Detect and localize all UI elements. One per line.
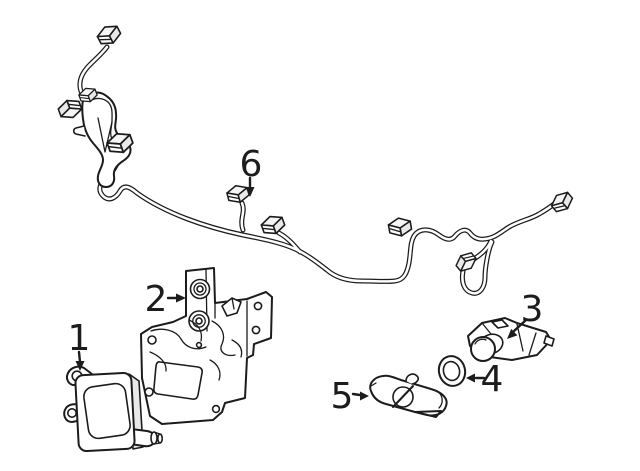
callout-6-arrowhead [245,187,255,197]
sensor-mounting-bracket [140,267,273,425]
harness-connector [452,248,480,276]
harness-connector [55,95,85,123]
callout-4-number[interactable]: 4 [481,359,504,400]
sensor-seal-ring [437,355,467,387]
radar-sensor-module [63,365,164,453]
callout-1[interactable]: 1 [68,318,91,371]
harness-connector [224,182,252,206]
callout-4[interactable]: 4 [466,359,503,400]
callout-2-arrowhead [176,293,186,303]
callout-5[interactable]: 5 [331,376,369,417]
park-assist-sensor [467,317,555,362]
callout-2-number[interactable]: 2 [145,279,168,320]
wiring-harness [55,21,577,296]
callout-1-arrowhead [75,361,85,371]
callout-5-arrowhead [360,391,369,401]
harness-connector [547,187,577,217]
callout-3-arrowhead [507,328,518,339]
sensor-retainer-bracket [369,373,448,418]
callout-4-arrowhead [466,373,475,383]
harness-connector [94,21,124,49]
callout-3[interactable]: 3 [507,289,543,339]
harness-protector [72,91,132,188]
callout-3-number[interactable]: 3 [521,289,544,330]
harness-connector [386,215,414,239]
callout-6[interactable]: 6 [240,144,263,197]
callout-2[interactable]: 2 [145,279,186,320]
callout-6-number[interactable]: 6 [240,144,263,185]
callout-1-number[interactable]: 1 [68,318,91,359]
callout-5-number[interactable]: 5 [331,376,354,417]
